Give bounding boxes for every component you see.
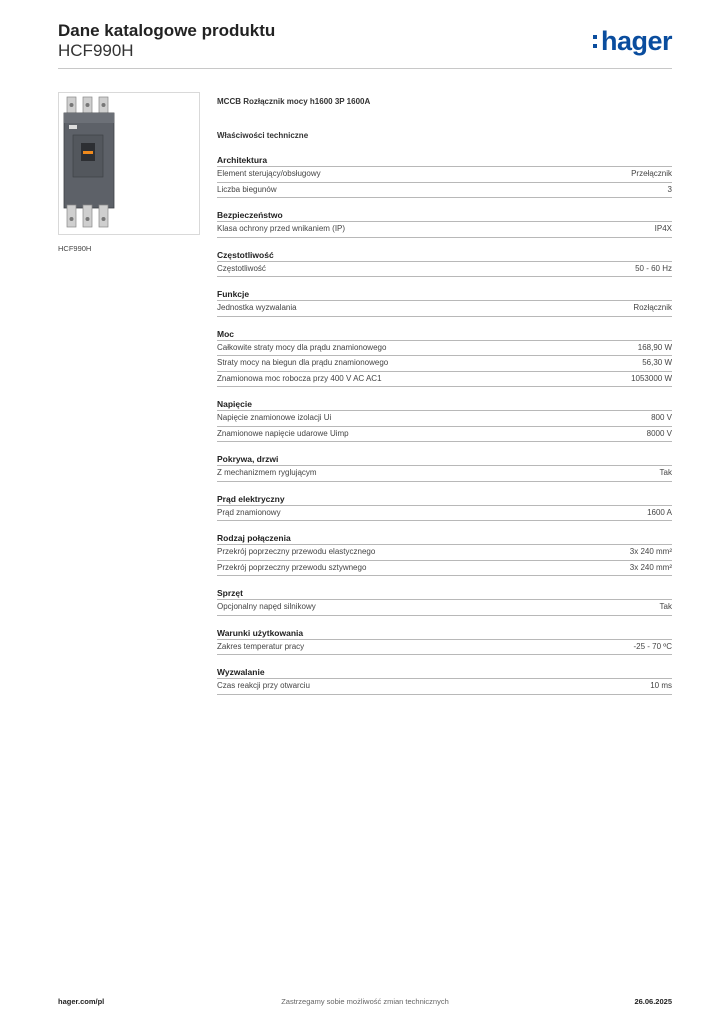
property-row: Znamionowa moc robocza przy 400 V AC AC1… xyxy=(217,372,672,387)
property-label: Czas reakcji przy otwarciu xyxy=(217,681,310,690)
property-value: Tak xyxy=(659,602,672,611)
footer-disclaimer: Zastrzegamy sobie możliwość zmian techni… xyxy=(281,997,449,1006)
section-title: Warunki użytkowania xyxy=(217,627,672,640)
section-moc: Moc Całkowite straty mocy dla prądu znam… xyxy=(217,328,672,387)
section-prad-elektryczny: Prąd elektryczny Prąd znamionowy 1600 A xyxy=(217,493,672,521)
property-value: Przełącznik xyxy=(631,169,672,178)
property-value: 3x 240 mm² xyxy=(629,562,672,572)
properties-heading: Właściwości techniczne xyxy=(217,131,309,140)
section-title: Moc xyxy=(217,328,672,341)
property-label: Zakres temperatur pracy xyxy=(217,641,305,651)
property-value: 8000 V xyxy=(646,428,672,438)
property-value: 50 - 60 Hz xyxy=(635,263,672,273)
section-funkcje: Funkcje Jednostka wyzwalania Rozłącznik xyxy=(217,288,672,317)
document-title: Dane katalogowe produktu xyxy=(58,21,276,40)
property-label: Znamionowa moc robocza przy 400 V AC AC1 xyxy=(217,373,382,383)
property-value: 1600 A xyxy=(647,507,672,517)
section-title: Funkcje xyxy=(217,288,672,301)
property-value: Rozłącznik xyxy=(633,303,672,312)
property-row: Klasa ochrony przed wnikaniem (IP) IP4X xyxy=(217,222,672,238)
section-pokrywa-drzwi: Pokrywa, drzwi Z mechanizmem ryglującym T… xyxy=(217,453,672,482)
product-image-caption: HCF990H xyxy=(58,244,92,253)
property-label: Liczba biegunów xyxy=(217,184,277,194)
property-label: Straty mocy na biegun dla prądu znamiono… xyxy=(217,358,389,367)
section-title: Bezpieczeństwo xyxy=(217,209,672,222)
section-title: Sprzęt xyxy=(217,587,672,600)
property-value: 168,90 W xyxy=(637,342,672,352)
property-row: Znamionowe napięcie udarowe Uimp 8000 V xyxy=(217,427,672,442)
property-row: Opcjonalny napęd silnikowy Tak xyxy=(217,600,672,616)
property-value: 3 xyxy=(667,184,672,194)
footer-website-link[interactable]: hager.com/pl xyxy=(58,997,105,1006)
logo-dots-icon xyxy=(592,35,597,53)
section-title: Wyzwalanie xyxy=(217,666,672,679)
property-row: Przekrój poprzeczny przewodu sztywnego 3x… xyxy=(217,561,672,576)
property-row: Jednostka wyzwalania Rozłącznik xyxy=(217,301,672,317)
section-architektura: Architektura Element sterujący/obsługowy… xyxy=(217,154,672,198)
section-title: Architektura xyxy=(217,154,672,167)
property-value: 1053000 W xyxy=(631,373,672,383)
section-title: Częstotliwość xyxy=(217,249,672,262)
product-image xyxy=(58,92,200,235)
property-row: Częstotliwość 50 - 60 Hz xyxy=(217,262,672,277)
property-value: 3x 240 mm² xyxy=(629,547,672,556)
footer-date: 26.06.2025 xyxy=(634,997,672,1006)
section-title: Pokrywa, drzwi xyxy=(217,453,672,466)
property-label: Prąd znamionowy xyxy=(217,507,281,517)
section-bezpieczenstwo: Bezpieczeństwo Klasa ochrony przed wnika… xyxy=(217,209,672,238)
property-row: Zakres temperatur pracy -25 - 70 ºC xyxy=(217,640,673,655)
property-value: 800 V xyxy=(651,413,672,422)
property-row: Prąd znamionowy 1600 A xyxy=(217,506,672,521)
property-value: 10 ms xyxy=(650,681,672,690)
property-label: Przekrój poprzeczny przewodu elastyczneg… xyxy=(217,547,376,556)
property-value: 56,30 W xyxy=(642,358,672,367)
property-row: Liczba biegunów 3 xyxy=(217,183,672,198)
property-row: Całkowite straty mocy dla prądu znamiono… xyxy=(217,341,672,356)
property-value: -25 - 70 ºC xyxy=(633,641,673,651)
property-label: Przekrój poprzeczny przewodu sztywnego xyxy=(217,562,367,572)
section-warunki-uzytkowania: Warunki użytkowania Zakres temperatur pr… xyxy=(217,627,673,655)
section-title: Napięcie xyxy=(217,398,672,411)
property-label: Częstotliwość xyxy=(217,263,266,273)
logo-text: hager xyxy=(600,26,673,56)
property-label: Z mechanizmem ryglującym xyxy=(217,468,317,477)
property-label: Klasa ochrony przed wnikaniem (IP) xyxy=(217,224,346,233)
property-row: Czas reakcji przy otwarciu 10 ms xyxy=(217,679,672,695)
property-label: Element sterujący/obsługowy xyxy=(217,169,321,178)
section-title: Prąd elektryczny xyxy=(217,493,672,506)
property-value: IP4X xyxy=(654,224,672,233)
property-row: Straty mocy na biegun dla prądu znamiono… xyxy=(217,356,672,372)
product-details: MCCB Rozłącznik mocy h1600 3P 1600A Właś… xyxy=(217,95,672,695)
property-row: Napięcie znamionowe izolacji Ui 800 V xyxy=(217,411,672,427)
section-sprzet: Sprzęt Opcjonalny napęd silnikowy Tak xyxy=(217,587,672,616)
product-name: MCCB Rozłącznik mocy h1600 3P 1600A xyxy=(217,97,371,106)
property-label: Znamionowe napięcie udarowe Uimp xyxy=(217,428,349,438)
section-rodzaj-polaczenia: Rodzaj połączenia Przekrój poprzeczny pr… xyxy=(217,532,672,576)
property-row: Z mechanizmem ryglującym Tak xyxy=(217,466,672,482)
property-label: Napięcie znamionowe izolacji Ui xyxy=(217,413,332,422)
section-wyzwalanie: Wyzwalanie Czas reakcji przy otwarciu 10 … xyxy=(217,666,672,695)
property-row: Przekrój poprzeczny przewodu elastyczneg… xyxy=(217,545,672,561)
property-label: Całkowite straty mocy dla prądu znamiono… xyxy=(217,342,387,352)
property-row: Element sterujący/obsługowy Przełącznik xyxy=(217,167,672,183)
section-napiecie: Napięcie Napięcie znamionowe izolacji Ui… xyxy=(217,398,672,442)
header-divider xyxy=(58,68,672,69)
property-value: Tak xyxy=(659,468,672,477)
document-header: Dane katalogowe produktu HCF990H xyxy=(58,21,275,61)
section-title: Rodzaj połączenia xyxy=(217,532,672,545)
property-label: Opcjonalny napęd silnikowy xyxy=(217,602,316,611)
property-label: Jednostka wyzwalania xyxy=(217,303,297,312)
product-code: HCF990H xyxy=(58,41,134,60)
circuit-breaker-image xyxy=(63,96,115,228)
hager-logo[interactable]: hager xyxy=(592,26,673,56)
